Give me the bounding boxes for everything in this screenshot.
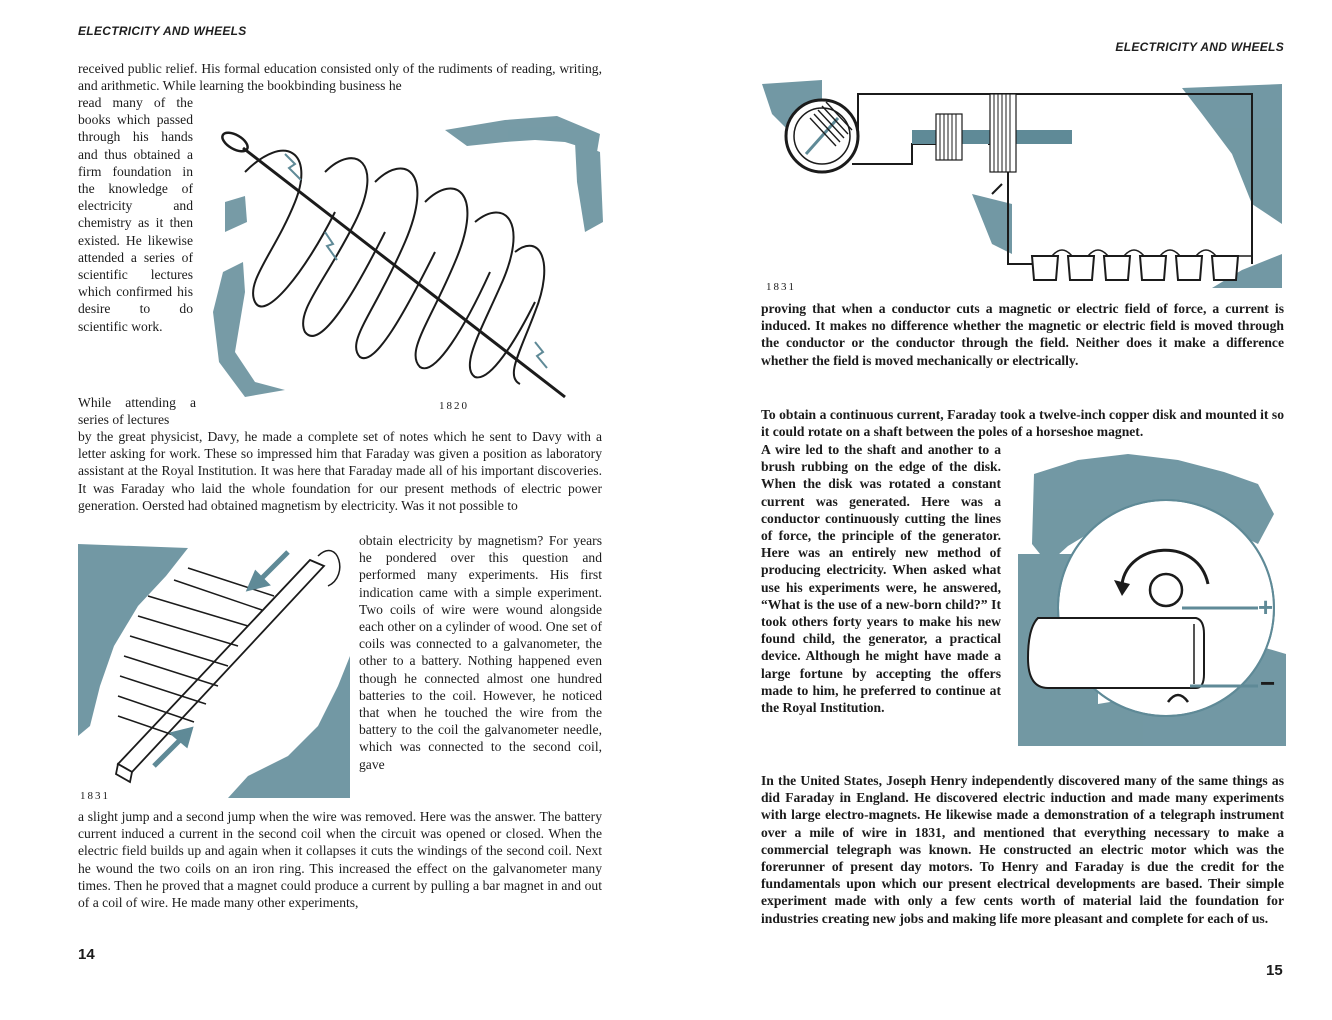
needle-coil-drawing xyxy=(213,116,603,399)
left-para2-end: a slight jump and a second jump when the… xyxy=(78,809,602,911)
right-para1: proving that when a conductor cuts a mag… xyxy=(761,301,1284,368)
right-para2-narrow: A wire led to the shaft and another to a… xyxy=(761,442,1001,716)
negative-terminal-label: − xyxy=(1260,668,1276,698)
figure-ring-circuit xyxy=(762,74,1282,294)
figure-needle-coil: 1820 xyxy=(205,112,605,412)
figure-disk-generator: + − xyxy=(1018,454,1286,746)
running-head-left: ELECTRICITY AND WHEELS xyxy=(78,24,247,38)
ring-circuit-drawing xyxy=(762,80,1282,288)
right-page: ELECTRICITY AND WHEELS xyxy=(666,0,1332,1020)
induction-coils-drawing xyxy=(78,544,350,798)
figure-induction-coils xyxy=(78,536,350,798)
left-para2-narrow: While attending a series of lectures xyxy=(78,395,196,428)
right-para2-full: To obtain a continuous current, Faraday … xyxy=(761,407,1284,440)
left-para2-full: by the great physicist, Davy, he made a … xyxy=(78,429,602,513)
page-number-left: 14 xyxy=(78,946,95,963)
left-para1-narrow: read many of the books which passed thro… xyxy=(78,95,193,334)
running-head-right: ELECTRICITY AND WHEELS xyxy=(1115,40,1284,54)
positive-terminal-label: + xyxy=(1258,592,1274,622)
figure-caption-1831-right: 1831 xyxy=(766,281,796,293)
figure-caption-1820: 1820 xyxy=(439,400,469,412)
disk-generator-drawing xyxy=(1018,454,1286,746)
left-para1-intro: received public relief. His formal educa… xyxy=(78,61,602,94)
page-number-right: 15 xyxy=(1266,962,1283,979)
figure-caption-1831-left: 1831 xyxy=(80,790,110,802)
left-page: ELECTRICITY AND WHEELS received public r… xyxy=(78,24,605,963)
right-para3: In the United States, Joseph Henry indep… xyxy=(761,773,1284,926)
left-para2-side: obtain electricity by magnetism? For yea… xyxy=(359,533,602,772)
